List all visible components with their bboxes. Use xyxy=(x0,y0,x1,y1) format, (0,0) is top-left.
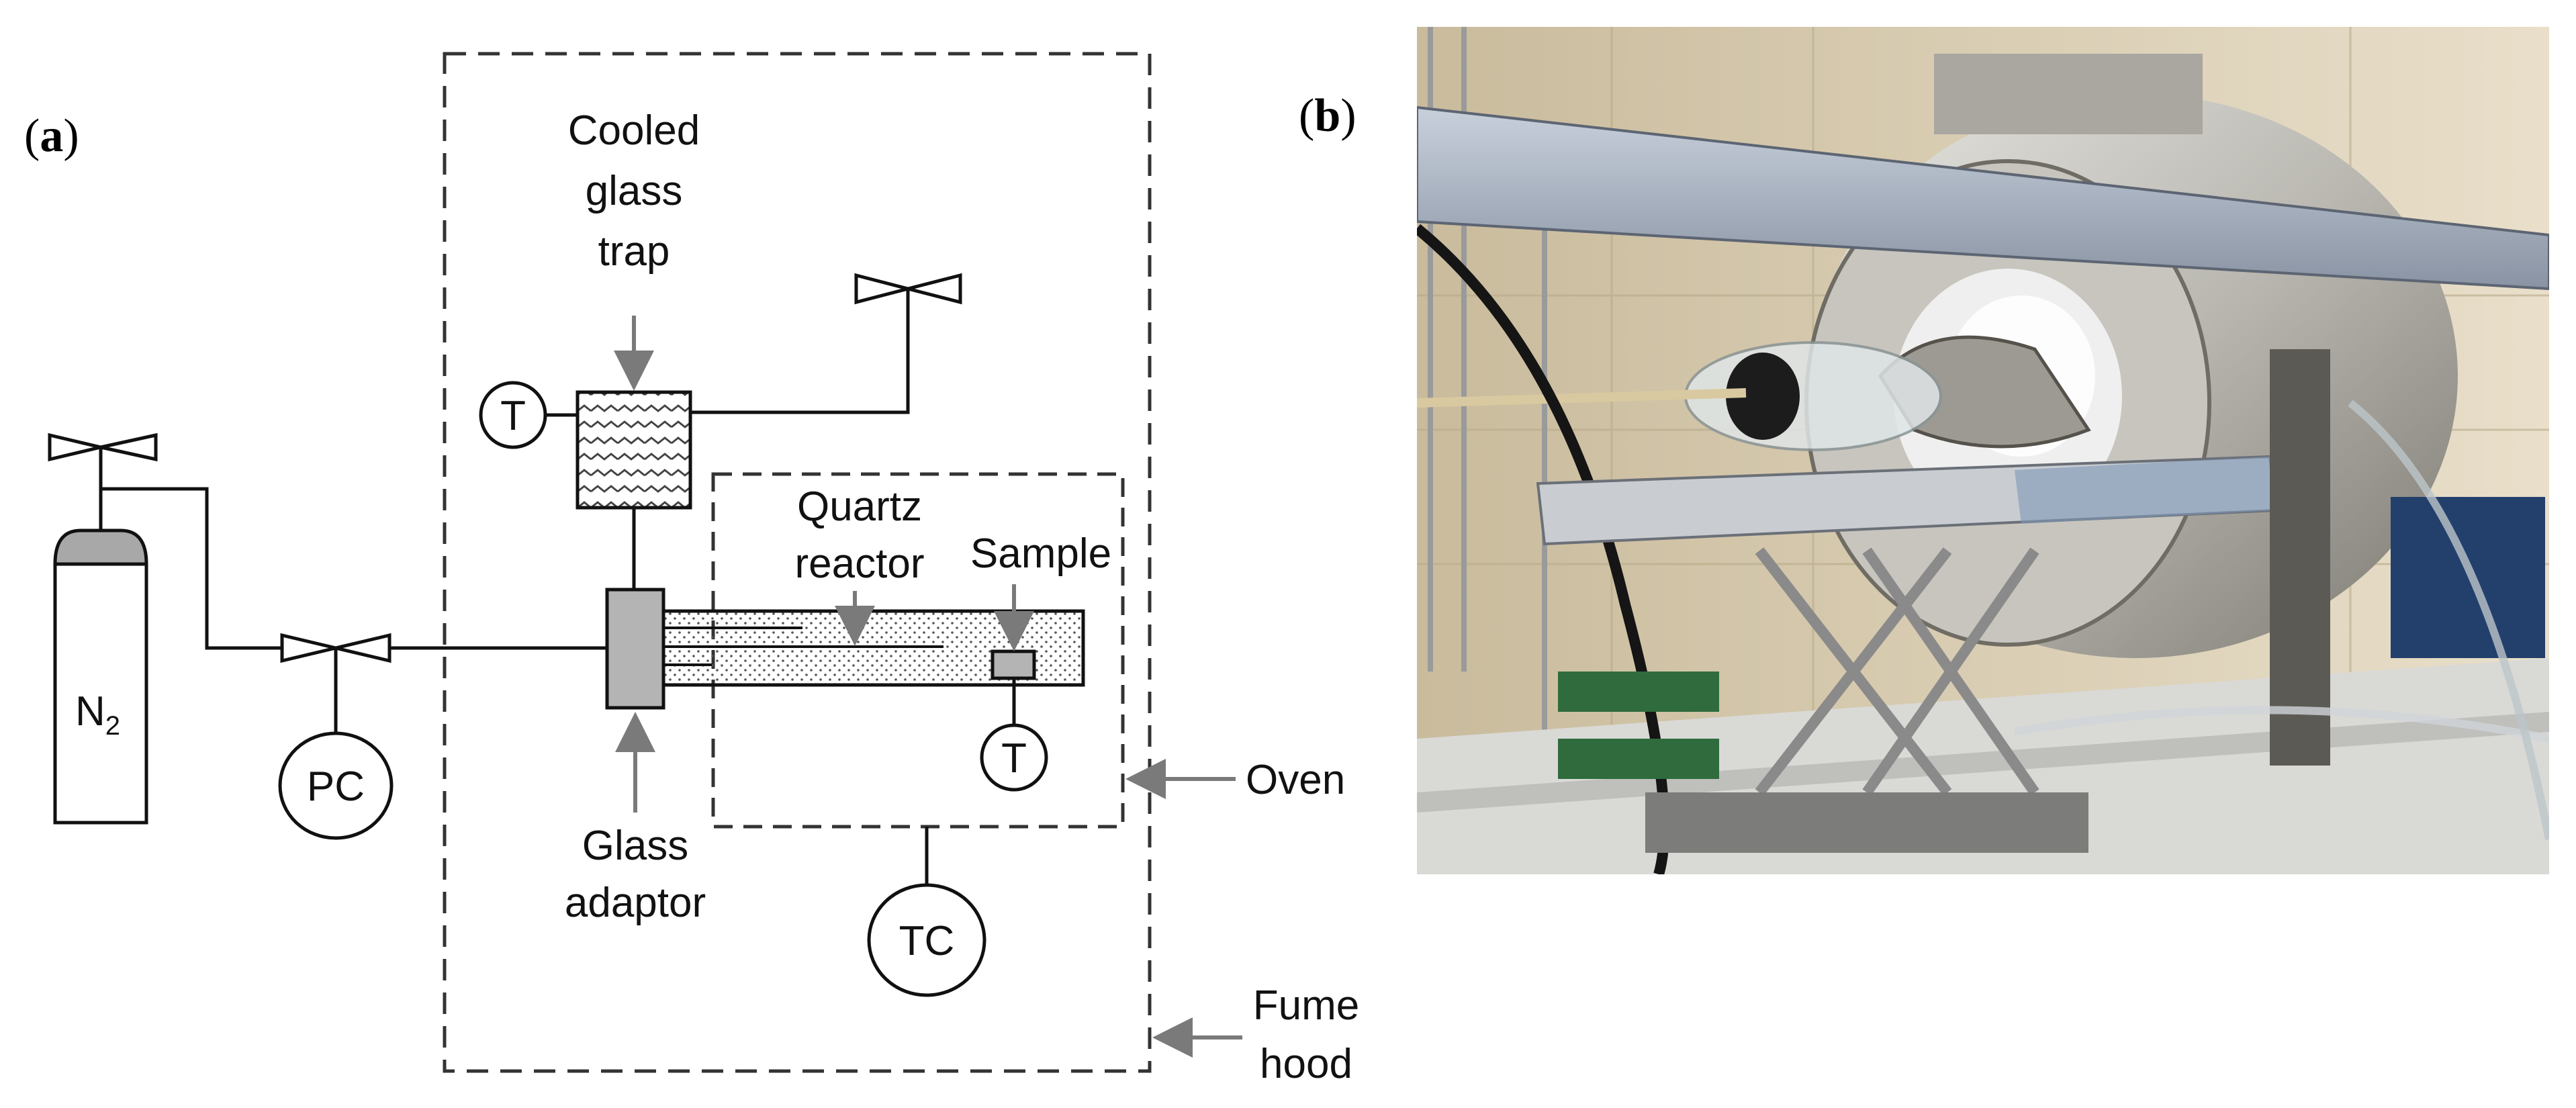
fume-hood-label-2: hood xyxy=(1260,1041,1352,1087)
thermometer-trap-label: T xyxy=(500,393,526,439)
sample-label: Sample xyxy=(970,530,1111,577)
glass-adaptor xyxy=(605,588,665,710)
valve-icon xyxy=(280,633,392,732)
gas-cylinder-icon: N2 xyxy=(53,470,148,825)
quartz-reactor-label-1: Quartz xyxy=(797,483,922,530)
fume-hood-label-1: Fume xyxy=(1253,982,1359,1029)
quartz-reactor-label-2: reactor xyxy=(795,541,925,587)
valve-icon xyxy=(48,432,158,470)
temperature-controller-label: TC xyxy=(899,918,955,964)
cooled-glass-trap-label-3: trap xyxy=(598,228,670,275)
oven-label: Oven xyxy=(1246,757,1345,803)
cooled-glass-trap xyxy=(576,390,692,510)
thermometer-sample-label: T xyxy=(1001,735,1027,782)
temperature-controller xyxy=(867,883,986,997)
lab-photo xyxy=(1417,27,2549,874)
valve-icon xyxy=(854,273,962,305)
thermometer-icon xyxy=(479,381,547,449)
pressure-controller-label: PC xyxy=(307,764,365,810)
panel-b-label: (b) xyxy=(1299,90,1356,142)
panel-a: (a) N2 PC xyxy=(24,52,1359,1087)
cooled-glass-trap-label-1: Cooled xyxy=(568,107,700,154)
glass-adaptor-label-2: adaptor xyxy=(565,880,706,926)
thermometer-icon xyxy=(980,723,1048,792)
pressure-controller xyxy=(278,731,394,840)
panel-b: (b) xyxy=(1299,27,2549,874)
nitrogen-label: N2 xyxy=(75,688,120,741)
glass-adaptor-label-1: Glass xyxy=(582,823,688,869)
fume-hood-frame xyxy=(443,52,1152,1073)
gas-line xyxy=(101,487,282,650)
panel-a-label: (a) xyxy=(24,110,79,162)
sample xyxy=(991,649,1036,680)
cooled-glass-trap-label-2: glass xyxy=(586,168,683,214)
